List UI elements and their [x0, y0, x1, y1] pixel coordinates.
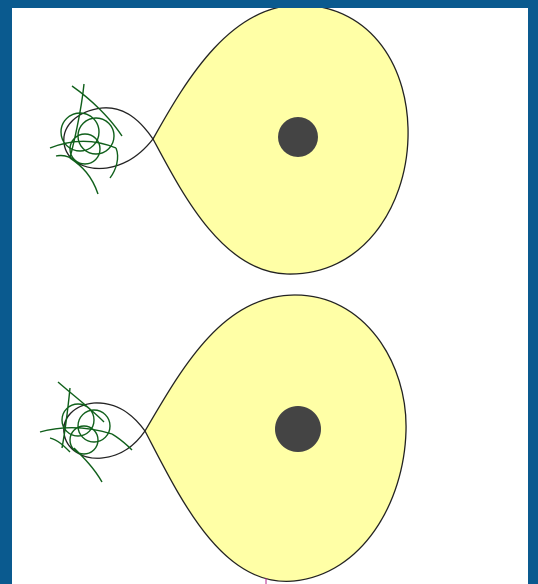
- upper-star-dot: [278, 117, 318, 157]
- lower-panel: [40, 295, 406, 581]
- lower-star-dot: [275, 406, 321, 452]
- roche-lobe-diagram: [12, 8, 528, 584]
- upper-small-lobe: [64, 108, 153, 169]
- lower-large-lobe: [145, 295, 406, 581]
- upper-panel: [50, 8, 408, 274]
- figure-canvas: [12, 8, 528, 584]
